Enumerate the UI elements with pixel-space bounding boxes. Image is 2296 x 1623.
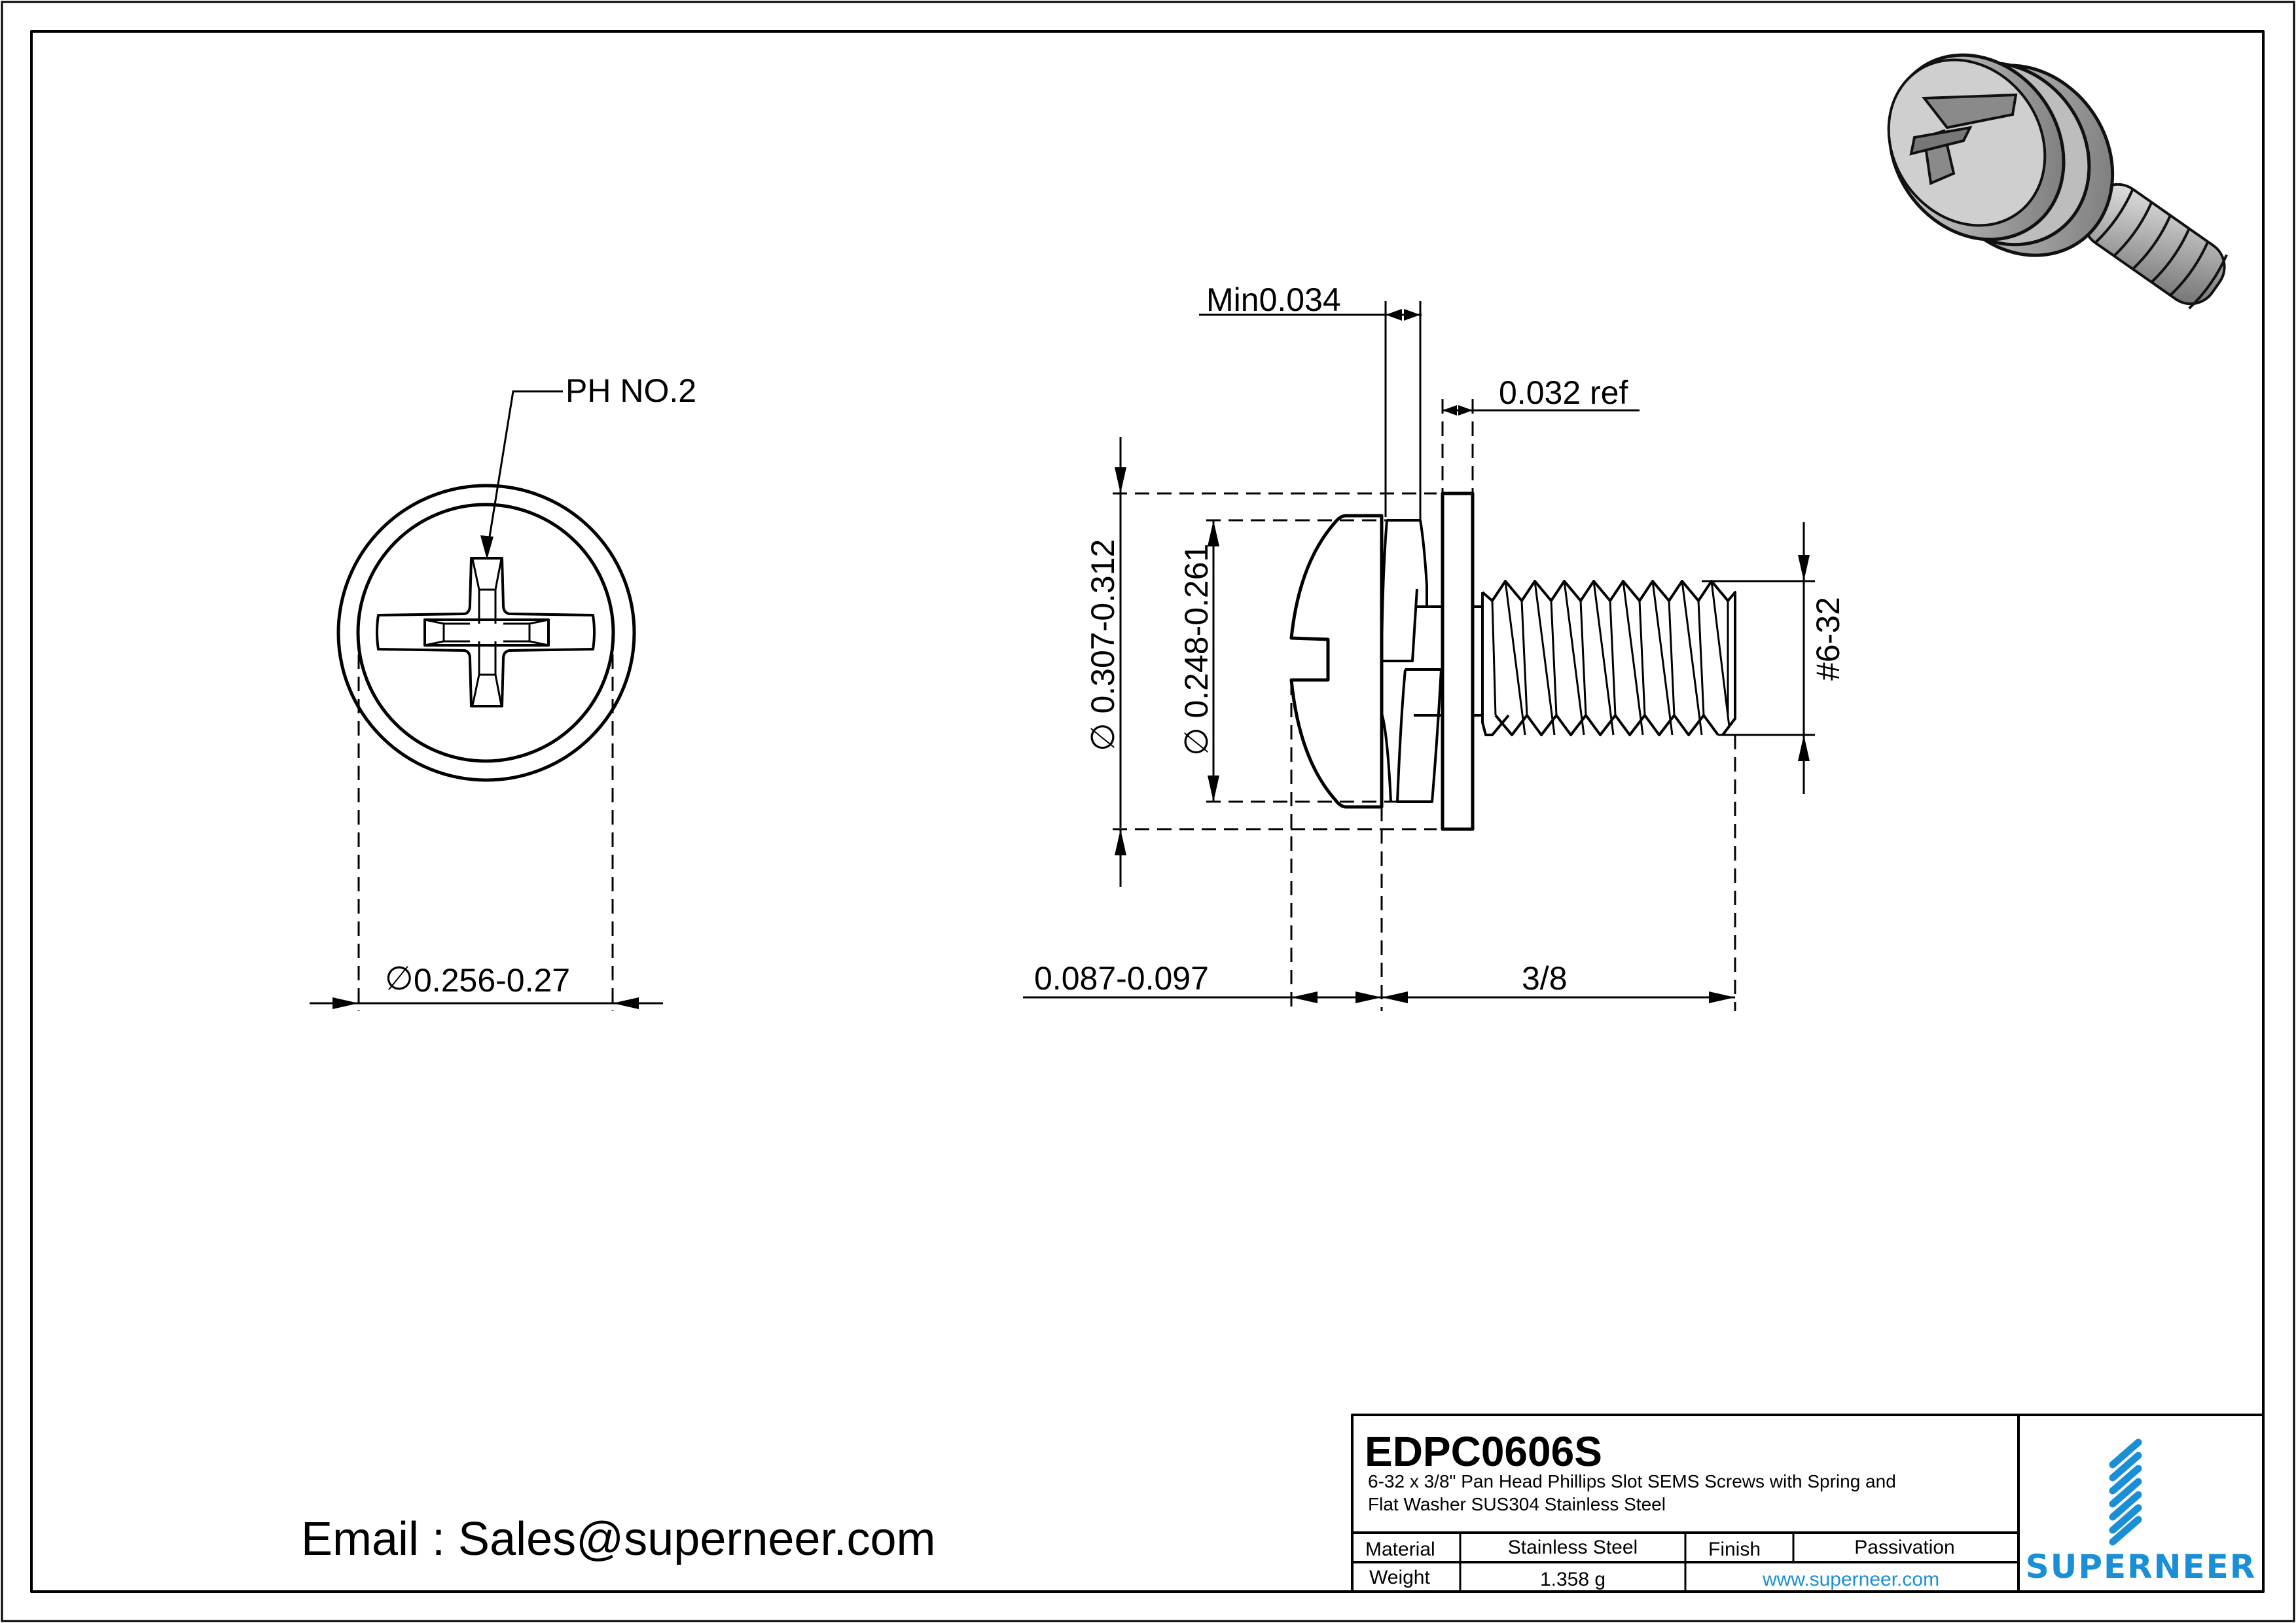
head-height-dim-label: 0.087-0.097 xyxy=(1034,960,1209,997)
material-label: Material xyxy=(1365,1539,1435,1560)
finish-value: Passivation xyxy=(1854,1537,1954,1558)
callout-arrow-icon xyxy=(480,535,493,560)
title-block: EDPC0606S 6-32 x 3/8" Pan Head Phillips … xyxy=(1351,1414,2265,1593)
website-link[interactable]: www.superneer.com xyxy=(1762,1569,1939,1590)
washer-diameter-dim-label: ∅ 0.307-0.312 xyxy=(1085,539,1121,751)
weight-value: 1.358 g xyxy=(1540,1569,1605,1590)
iso-render-icon xyxy=(1887,53,2228,310)
dim-arrow-icon xyxy=(1115,829,1126,855)
thread-size-dim-label: #6-32 xyxy=(1810,597,1846,681)
dim-arrow-icon xyxy=(1458,405,1473,416)
superneer-logo-icon xyxy=(2109,1438,2142,1546)
length-dim-label: 3/8 xyxy=(1522,960,1568,997)
head-diameter-dim-label: 0.256-0.27 xyxy=(414,962,570,999)
min-thickness-dim-label: Min0.034 xyxy=(1206,281,1341,318)
dim-arrow-icon xyxy=(1798,735,1810,761)
phillips-recess-icon xyxy=(376,557,596,707)
head-diameter-dim-label: ∅ 0.248-0.261 xyxy=(1178,544,1215,756)
dim-arrow-icon xyxy=(1208,520,1219,546)
dim-arrow-icon xyxy=(1291,991,1318,1003)
dim-arrow-icon xyxy=(332,997,359,1009)
flat-washer xyxy=(1441,491,1475,831)
inner-border xyxy=(30,30,2265,1593)
head-outer-circle xyxy=(336,484,636,782)
dim-arrow-icon xyxy=(1404,309,1420,321)
dim-arrow-icon xyxy=(613,997,639,1009)
dim-arrow-icon xyxy=(1115,467,1126,493)
brand-name: SUPERNEER xyxy=(2026,1548,2257,1586)
dim-arrow-icon xyxy=(1382,991,1408,1003)
contact-email[interactable]: Email : Sales@superneer.com xyxy=(301,1513,936,1565)
finish-label: Finish xyxy=(1708,1539,1761,1560)
side-view: Min0.034 0.032 ref ∅ 0.307-0.312 ∅ 0.248… xyxy=(1023,281,1846,1011)
description-line-2: Flat Washer SUS304 Stainless Steel xyxy=(1368,1494,1666,1514)
description-line-1: 6-32 x 3/8" Pan Head Phillips Slot SEMS … xyxy=(1368,1471,1896,1491)
dim-arrow-icon xyxy=(1443,405,1457,416)
callout-leader xyxy=(486,390,563,554)
diameter-symbol: ∅ xyxy=(385,960,414,997)
thread-section xyxy=(1481,580,1736,736)
phillips-size-callout: PH NO.2 xyxy=(565,372,696,409)
weight-label: Weight xyxy=(1369,1567,1430,1588)
pan-head xyxy=(1289,514,1384,809)
dim-arrow-icon xyxy=(1798,555,1810,581)
washer-thickness-dim-label: 0.032 ref xyxy=(1499,374,1628,411)
material-value: Stainless Steel xyxy=(1508,1537,1638,1558)
dim-arrow-icon xyxy=(1709,991,1735,1003)
dim-arrow-icon xyxy=(1208,776,1219,802)
part-number: EDPC0606S xyxy=(1365,1428,1602,1475)
head-inner-circle xyxy=(356,503,615,763)
dim-arrow-icon xyxy=(1386,309,1402,321)
top-view: PH NO.2 ∅ 0.256-0.27 xyxy=(310,372,696,1011)
dim-arrow-icon xyxy=(1355,991,1382,1003)
